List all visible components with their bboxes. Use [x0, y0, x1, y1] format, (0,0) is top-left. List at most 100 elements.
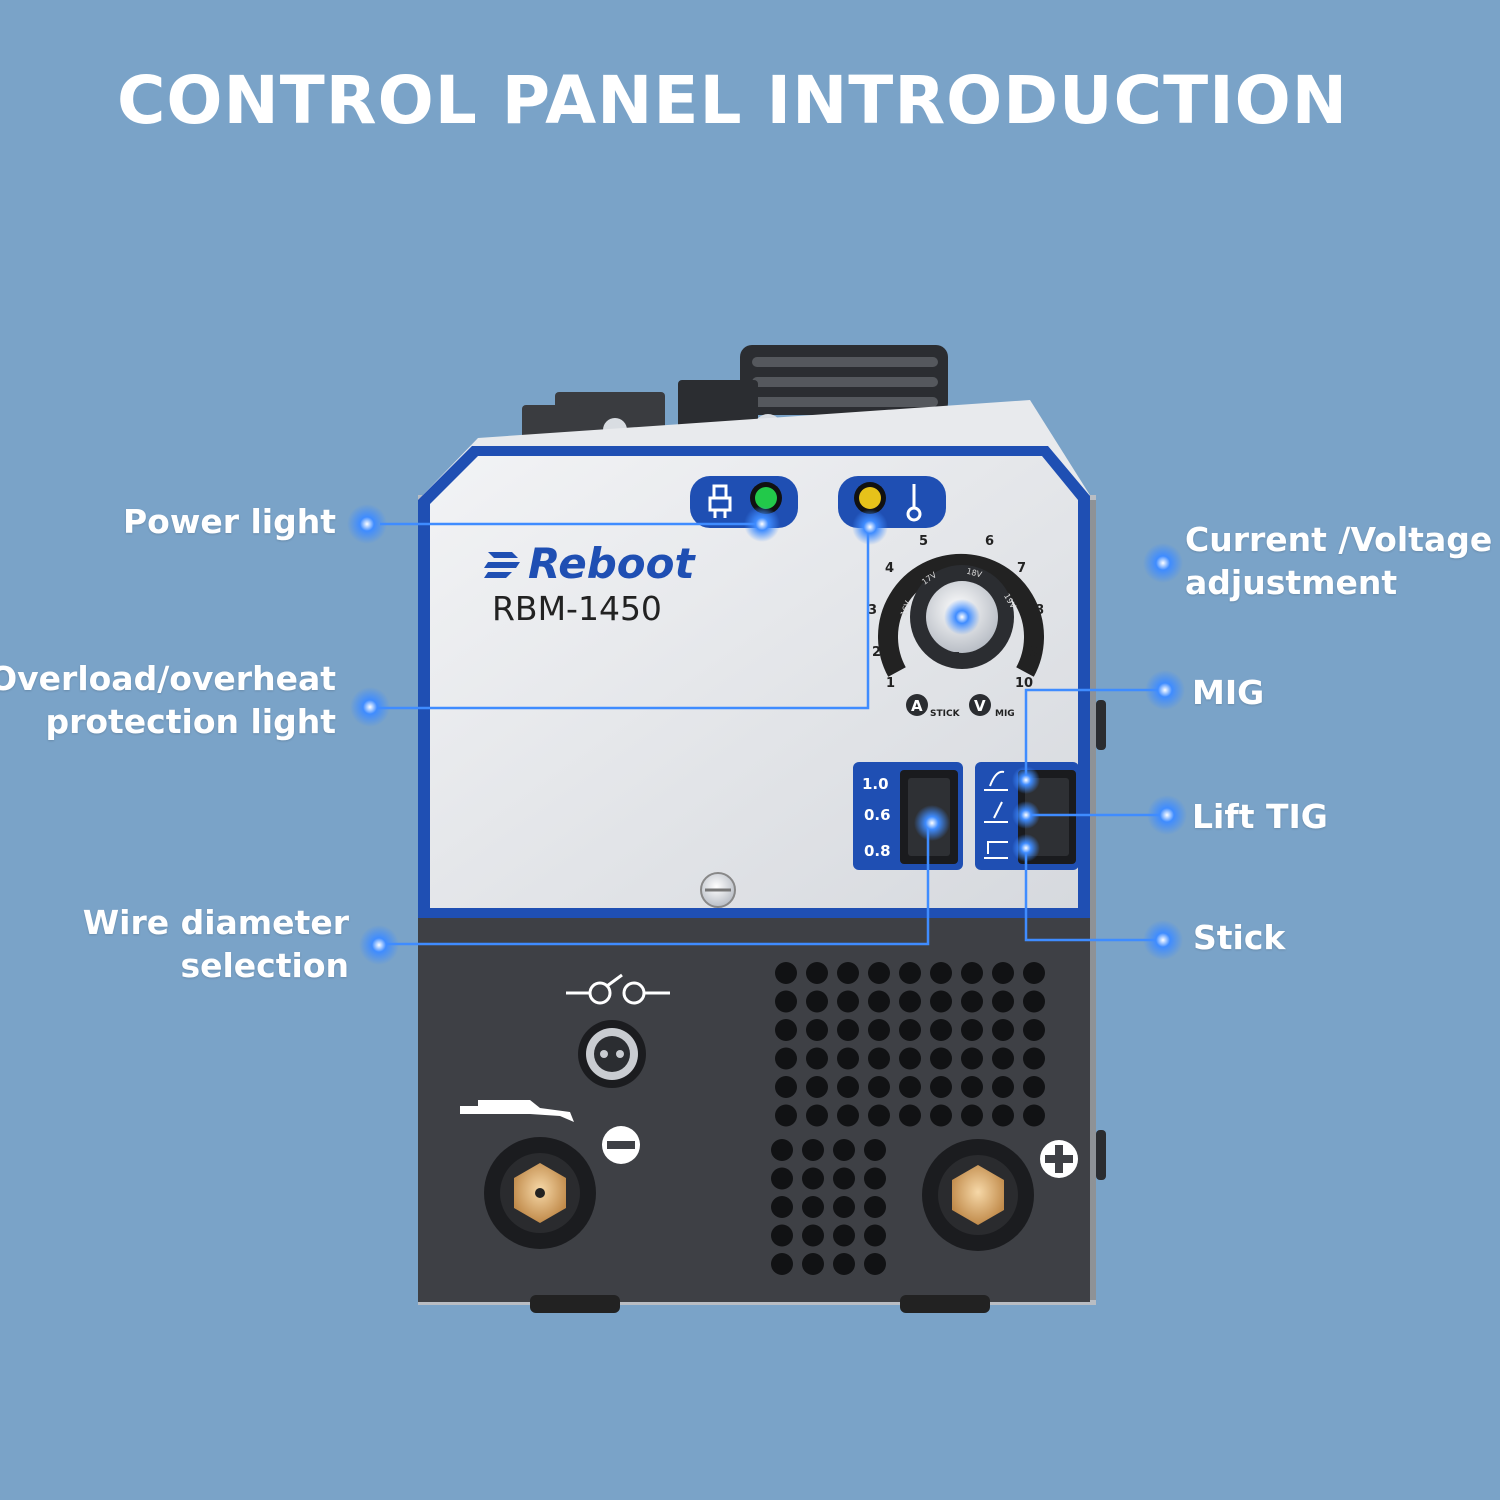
- vent-hole: [868, 1047, 890, 1070]
- vent-hole: [992, 962, 1014, 984]
- vent-hole: [899, 1104, 921, 1127]
- wire-size-1-0: 1.0: [862, 775, 889, 793]
- vent-hole: [775, 1104, 797, 1127]
- vent-hole: [837, 1076, 859, 1098]
- vent-hole: [806, 1076, 828, 1098]
- vent-hole: [961, 1019, 983, 1041]
- wire-label-line1: Wire diameter: [82, 903, 349, 942]
- stick-label: Stick: [1193, 918, 1286, 957]
- dial-mode-a: A: [911, 697, 923, 715]
- vent-hole: [961, 1076, 983, 1098]
- vent-hole: [775, 962, 797, 984]
- dial-scale-1: 1: [886, 676, 895, 691]
- dial-mode-v: V: [974, 697, 986, 715]
- mig-torch-icon: [984, 770, 1008, 791]
- vent-hole: [806, 1047, 828, 1070]
- vent-hole: [775, 1019, 797, 1041]
- vent-hole: [992, 1104, 1014, 1127]
- dot-lift-tig: [1147, 795, 1187, 835]
- overload-label-line1: Overload/overheat: [0, 659, 336, 698]
- vent-hole: [961, 990, 983, 1013]
- vent-hole: [930, 1019, 952, 1041]
- vent-hole: [930, 962, 952, 984]
- vent-hole: [833, 1139, 855, 1161]
- model-number: RBM-1450: [492, 589, 662, 628]
- dial-scale-6: 6: [985, 534, 994, 549]
- dial-voltage-18v: 18V: [965, 567, 983, 580]
- vent-hole: [806, 962, 828, 984]
- tig-torch-icon: [984, 801, 1008, 823]
- vent-hole: [899, 1019, 921, 1041]
- vent-hole: [802, 1196, 824, 1218]
- vent-hole: [992, 1047, 1014, 1070]
- wire-label-line2: selection: [180, 946, 349, 985]
- vent-hole: [1023, 962, 1045, 984]
- lift-tig-label: Lift TIG: [1192, 797, 1328, 836]
- dot-power-light: [347, 504, 387, 544]
- vent-hole: [961, 1104, 983, 1127]
- vent-hole: [833, 1253, 855, 1275]
- callout-lift-tig: Lift TIG: [1192, 795, 1328, 838]
- dot-stick: [1143, 920, 1183, 960]
- mode-switch: [975, 762, 1079, 870]
- vent-hole: [992, 1076, 1014, 1098]
- vent-hole: [864, 1167, 886, 1190]
- dot-overload: [350, 687, 390, 727]
- vent-hole: [1023, 1076, 1045, 1098]
- thermometer-icon: [906, 484, 922, 522]
- vent-hole: [868, 1019, 890, 1041]
- power-light-label: Power light: [122, 502, 336, 541]
- dial-scale-10: 10: [1015, 676, 1033, 691]
- wire-size-0-6: 0.6: [864, 806, 891, 824]
- dial-scale-8: 8: [1035, 603, 1044, 618]
- vent-hole: [806, 1104, 828, 1127]
- vent-hole: [802, 1224, 824, 1247]
- callout-power-light: Power light: [123, 500, 336, 543]
- dial-mode-v-label: MIG: [995, 709, 1015, 719]
- vent-hole: [837, 1047, 859, 1070]
- negative-terminal[interactable]: [484, 1137, 596, 1249]
- vent-hole: [930, 1076, 952, 1098]
- vent-hole: [802, 1167, 824, 1190]
- vent-hole: [864, 1224, 886, 1247]
- page-title: CONTROL PANEL INTRODUCTION: [117, 62, 1348, 139]
- gun-trigger-connector[interactable]: [578, 1020, 646, 1088]
- callout-wire-diameter: Wire diameter selection: [83, 901, 349, 987]
- minus-icon: [602, 1126, 640, 1164]
- dial-mode-a-label: STICK: [930, 709, 961, 719]
- vent-hole: [833, 1224, 855, 1247]
- vent-hole: [992, 990, 1014, 1013]
- vent-hole: [775, 990, 797, 1013]
- vent-hole: [899, 962, 921, 984]
- vent-hole: [1023, 1047, 1045, 1070]
- dial-scale-7: 7: [1017, 561, 1026, 576]
- dial-scale-5: 5: [919, 534, 928, 549]
- torch-icon: [460, 1100, 574, 1122]
- wire-size-0-8: 0.8: [864, 842, 891, 860]
- current-label-line1: Current /Voltage: [1185, 520, 1493, 559]
- vent-hole: [868, 990, 890, 1013]
- vent-hole: [771, 1139, 793, 1161]
- vent-hole: [868, 1104, 890, 1127]
- current-label-line2: adjustment: [1185, 563, 1398, 602]
- dot-current-voltage: [1143, 543, 1183, 583]
- vent-hole: [802, 1139, 824, 1161]
- switch-icon: [566, 973, 670, 1005]
- overload-label-line2: protection light: [45, 702, 336, 741]
- dial-scale-3: 3: [868, 603, 877, 618]
- mig-label: MIG: [1192, 673, 1265, 712]
- callout-stick: Stick: [1193, 916, 1285, 959]
- vent-hole: [771, 1196, 793, 1218]
- callout-mig: MIG: [1192, 671, 1264, 714]
- positive-terminal[interactable]: [922, 1139, 1034, 1251]
- vent-hole: [1023, 1104, 1045, 1127]
- plus-icon: [1040, 1140, 1078, 1178]
- vent-hole: [930, 990, 952, 1013]
- dot-mig: [1145, 670, 1185, 710]
- vent-hole: [806, 990, 828, 1013]
- callout-lines: [370, 522, 1167, 946]
- vent-hole: [868, 962, 890, 984]
- vent-hole: [833, 1196, 855, 1218]
